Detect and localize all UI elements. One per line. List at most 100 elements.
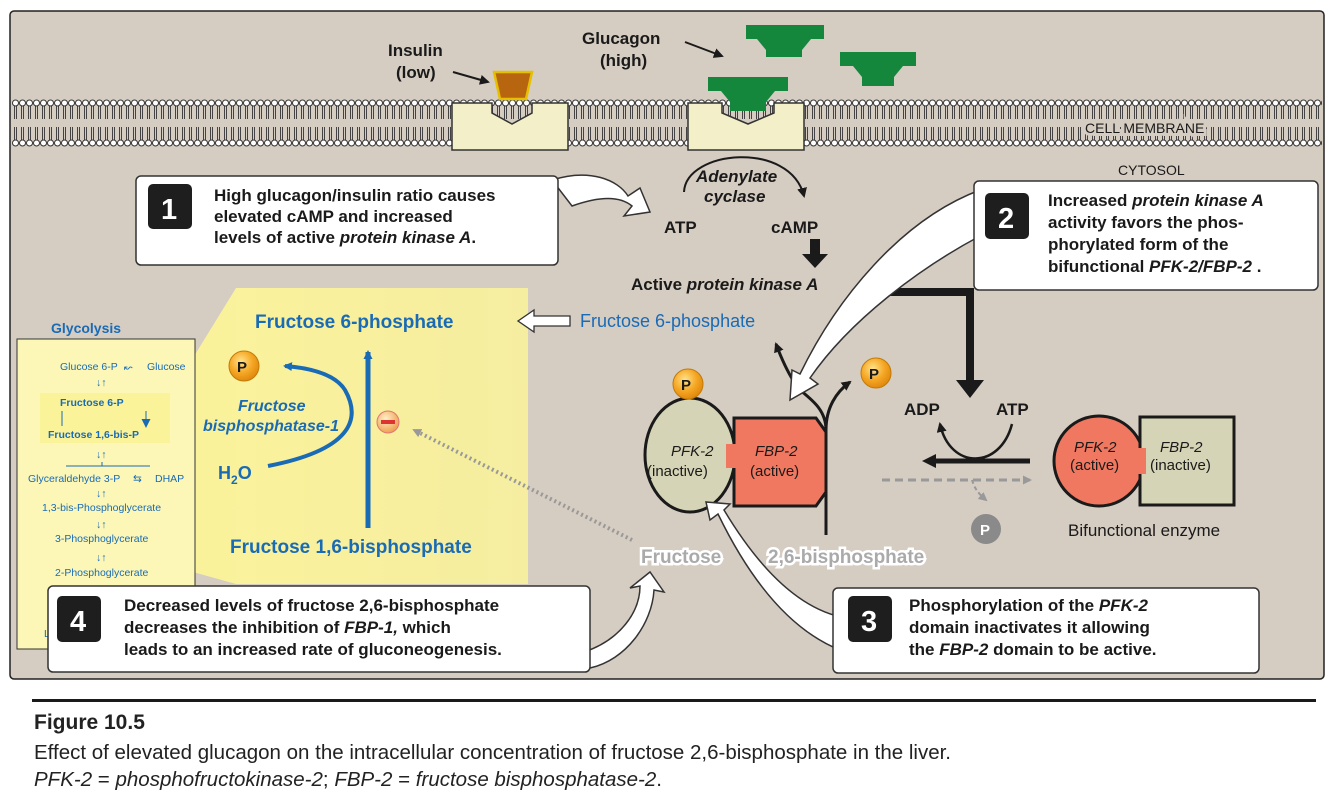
insulin-label: Insulin(low) xyxy=(388,41,443,82)
glycolysis-title: Glycolysis xyxy=(51,320,121,336)
f6p-product-label: Fructose 6-phosphate xyxy=(255,312,453,333)
inhibition-dotted-arrow xyxy=(412,428,633,542)
step-1-number: 1 xyxy=(161,194,177,226)
phosphate-on-pfk2-icon xyxy=(672,368,704,400)
callout-4-tail xyxy=(583,570,666,669)
abbr-pfk2: PFK-2 xyxy=(34,768,93,791)
step-4-number: 4 xyxy=(70,606,86,638)
pfk2-active-state: (active) xyxy=(1070,457,1119,474)
released-phosphate-label: P xyxy=(869,366,879,383)
f6p-transfer-arrow xyxy=(516,308,571,334)
abbr-end: . xyxy=(656,768,662,791)
abbr-pfk2-full: phosphofructokinase-2 xyxy=(115,768,323,791)
fbp2-inactive-state: (inactive) xyxy=(1150,457,1211,474)
phosphate-label: P xyxy=(237,359,247,376)
camp-to-pka-arrow xyxy=(802,239,828,268)
glycolysis-arrow-1: ↓↑ xyxy=(96,377,107,389)
f6p-label-right: Fructose 6-phosphate xyxy=(580,311,755,331)
glycolysis-f6p: Fructose 6-P xyxy=(60,397,124,409)
glucagon-molecule xyxy=(840,52,916,86)
glycolysis-truncated: L xyxy=(44,628,50,640)
fbp2-active-state: (active) xyxy=(750,463,799,480)
released-phosphate-icon xyxy=(860,357,892,389)
glucagon-receptor xyxy=(687,102,805,151)
fbp2-active-name: FBP-2 xyxy=(755,443,798,460)
step-4-text: Decreased levels of fructose 2,6-bisphos… xyxy=(124,596,504,659)
f26bp-label-2: 2,6-bisphosphate xyxy=(768,547,924,568)
step-2-badge xyxy=(985,193,1029,239)
fbp1-phosphate-arrow xyxy=(267,362,354,468)
pfk2-active-name: PFK-2 xyxy=(1074,439,1117,456)
f16bp-substrate-label: Fructose 1,6-bisphosphate xyxy=(230,537,472,558)
cell-membrane-label: CELL MEMBRANE xyxy=(1085,120,1204,136)
bifunctional-enzyme-label: Bifunctional enzyme xyxy=(1068,521,1220,540)
step-1-text: High glucagon/insulin ratio causes eleva… xyxy=(214,186,500,247)
callout-1 xyxy=(135,175,559,266)
fbp2-phosphate-arrow xyxy=(824,380,852,431)
active-pka-label: Active protein kinase A xyxy=(631,275,818,294)
step-4-badge xyxy=(57,596,101,642)
adp-label: ADP xyxy=(904,400,940,419)
glucagon-pointer xyxy=(684,41,724,58)
callout-1-tail xyxy=(550,174,652,218)
fbp2-active-domain xyxy=(732,416,828,508)
callout-3-tail xyxy=(705,501,847,652)
pka-thick-arrowhead xyxy=(956,380,984,398)
adenylate-cyclase-arrow xyxy=(683,156,807,198)
cell-membrane xyxy=(12,98,1322,148)
step-3-number: 3 xyxy=(861,606,877,638)
insulin-receptor xyxy=(451,102,569,151)
glycolysis-g3p: Glyceraldehyde 3-P xyxy=(28,473,120,485)
glycolysis-3pg: 3-Phosphoglycerate xyxy=(55,533,149,545)
glycolysis-arrow-3: ↓↑ xyxy=(96,488,107,500)
gray-phosphate-icon xyxy=(971,514,1001,544)
gray-phosphate-label: P xyxy=(980,522,990,539)
abbr-fbp2-full: fructose bisphosphatase-2 xyxy=(415,768,657,791)
pfk2-inactive-name: PFK-2 xyxy=(671,443,714,460)
pka-thick-arrow xyxy=(880,288,974,385)
glucagon-molecule xyxy=(746,25,824,57)
glycolysis-swap: ⇆ xyxy=(133,473,142,485)
step-1-badge xyxy=(148,184,192,229)
step-2-number: 2 xyxy=(998,203,1014,235)
callout-2 xyxy=(973,180,1319,291)
glycolysis-arrow-5: ↓↑ xyxy=(96,552,107,564)
step-3-badge xyxy=(848,596,892,642)
glycolysis-f16bp: Fructose 1,6-bis-P xyxy=(48,429,139,441)
glucagon-molecule-bound xyxy=(708,77,788,111)
step-2-text: Increased protein kinase A activity favo… xyxy=(1048,191,1268,276)
abbr-fbp2: FBP-2 xyxy=(334,768,393,791)
h2o-label: H2O xyxy=(218,463,252,487)
abbr-eq: = xyxy=(92,768,116,791)
phosphate-icon xyxy=(228,350,260,382)
callout-3 xyxy=(832,587,1260,674)
glycolysis-split xyxy=(66,462,150,467)
figure-title: Figure 10.5 xyxy=(34,711,145,734)
glycolysis-f6p-f16bp-bracket xyxy=(61,411,146,426)
insulin-molecule xyxy=(492,70,534,101)
enzyme-linker xyxy=(726,444,740,468)
fbp2-inactive-domain xyxy=(1138,415,1236,507)
insulin-pointer xyxy=(452,71,490,85)
f26bp-label-1: Fructose xyxy=(641,547,721,568)
atp-right-label: ATP xyxy=(996,400,1029,419)
figure-caption: Effect of elevated glucagon on the intra… xyxy=(34,741,952,764)
abbr-sep: ; xyxy=(322,768,335,791)
phosphate-on-pfk2-label: P xyxy=(681,377,691,394)
enzyme-linker xyxy=(1132,448,1146,474)
dephosphorylation-branch xyxy=(971,479,988,502)
atp-label: ATP xyxy=(664,218,697,237)
camp-label: cAMP xyxy=(771,218,818,237)
inhibition-minus xyxy=(381,420,395,424)
cytosol-label: CYTOSOL xyxy=(1118,162,1185,178)
callout-4 xyxy=(47,585,591,673)
glycolysis-glucose: Glucose xyxy=(147,361,186,373)
pfk2-inactive-state: (inactive) xyxy=(647,463,708,480)
glycolysis-13bpg: 1,3-bis-Phosphoglycerate xyxy=(42,502,161,514)
fbp2-inactive-name: FBP-2 xyxy=(1160,439,1203,456)
glycolysis-arrow-2: ↓↑ xyxy=(96,449,107,461)
step-3-text: Phosphorylation of the PFK-2 domain inac… xyxy=(909,596,1157,659)
